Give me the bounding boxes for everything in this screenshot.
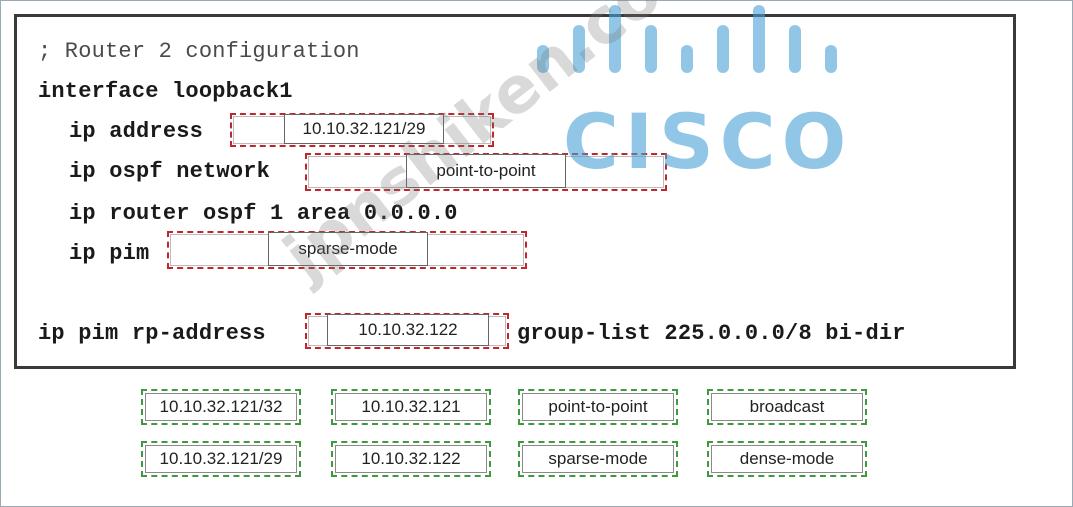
dropzone-rp-address[interactable]: 10.10.32.122	[305, 313, 509, 349]
line-ip-pim-rp-address: ip pim rp-address	[38, 321, 266, 346]
placed-rp-address[interactable]: 10.10.32.122	[327, 314, 489, 346]
line-ip-pim: ip pim	[69, 241, 150, 266]
line-ip-address: ip address	[69, 119, 204, 144]
config-comment: ; Router 2 configuration	[38, 39, 360, 64]
option-tile[interactable]: broadcast	[707, 389, 867, 425]
config-panel: ; Router 2 configuration interface loopb…	[14, 14, 1016, 369]
placed-ospf-network[interactable]: point-to-point	[406, 154, 566, 188]
option-tile[interactable]: sparse-mode	[518, 441, 678, 477]
option-tile[interactable]: 10.10.32.121/32	[141, 389, 301, 425]
line-ip-router-ospf: ip router ospf 1 area 0.0.0.0	[69, 201, 458, 226]
dropzone-ospf-network[interactable]: point-to-point	[305, 153, 667, 191]
line-interface: interface loopback1	[38, 79, 293, 104]
dropzone-ip-address[interactable]: 10.10.32.121/29	[230, 113, 494, 147]
line-group-list: group-list 225.0.0.0/8 bi-dir	[517, 321, 906, 346]
line-ip-ospf-network: ip ospf network	[69, 159, 271, 184]
option-tile[interactable]: 10.10.32.122	[331, 441, 491, 477]
option-tile[interactable]: 10.10.32.121/29	[141, 441, 301, 477]
option-tile[interactable]: 10.10.32.121	[331, 389, 491, 425]
option-tile[interactable]: point-to-point	[518, 389, 678, 425]
placed-ip-address[interactable]: 10.10.32.121/29	[284, 114, 444, 144]
placed-pim-mode[interactable]: sparse-mode	[268, 232, 428, 266]
dropzone-pim-mode[interactable]: sparse-mode	[167, 231, 527, 269]
option-tile[interactable]: dense-mode	[707, 441, 867, 477]
